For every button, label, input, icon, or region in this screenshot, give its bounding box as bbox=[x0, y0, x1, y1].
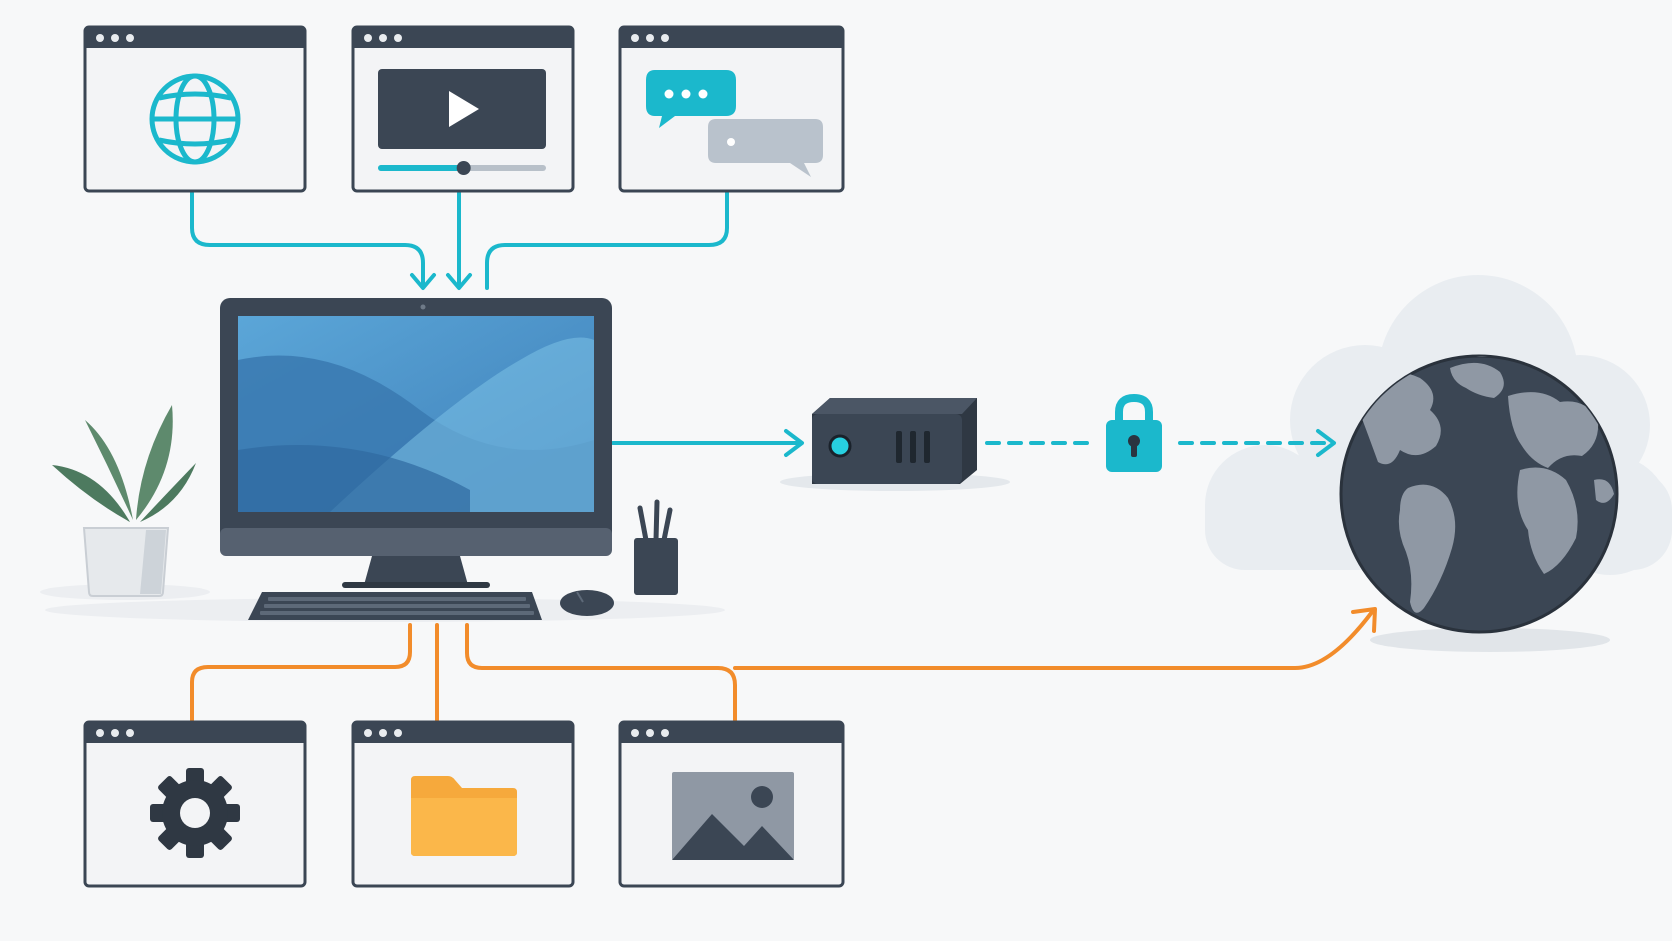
arrowhead-router bbox=[784, 429, 804, 457]
play-icon[interactable] bbox=[449, 91, 479, 127]
connector-computer-to-globe bbox=[733, 610, 1374, 670]
chat-window[interactable] bbox=[618, 25, 845, 193]
settings-window[interactable] bbox=[83, 720, 307, 888]
connector-chat-to-computer bbox=[485, 191, 729, 290]
arrowhead-globe-orange bbox=[1351, 607, 1377, 633]
inbound-connectors bbox=[190, 191, 804, 457]
padlock-icon bbox=[1106, 393, 1162, 472]
desktop-computer[interactable] bbox=[45, 298, 725, 622]
connector-browser-to-computer bbox=[190, 191, 425, 287]
video-progress-fill bbox=[378, 165, 464, 171]
window-dots bbox=[364, 729, 402, 737]
window-dots bbox=[96, 729, 134, 737]
earth-globe-icon bbox=[1339, 354, 1619, 652]
window-dots bbox=[631, 729, 669, 737]
webcam bbox=[420, 304, 426, 310]
arrowhead-globe-teal bbox=[1316, 429, 1336, 457]
browser-window[interactable] bbox=[83, 25, 307, 193]
window-dots bbox=[631, 34, 669, 42]
connector-computer-to-settings bbox=[190, 623, 412, 722]
video-window[interactable] bbox=[351, 25, 575, 193]
status-light bbox=[828, 434, 852, 458]
gear-icon bbox=[150, 768, 240, 858]
arrowhead-video bbox=[446, 273, 472, 290]
files-window[interactable] bbox=[351, 720, 575, 888]
image-icon bbox=[672, 772, 794, 860]
network-device-icon[interactable] bbox=[780, 398, 1010, 491]
monitor-screen bbox=[238, 316, 594, 512]
video-progress-knob[interactable] bbox=[456, 161, 471, 175]
window-dots bbox=[364, 34, 402, 42]
globe-icon bbox=[149, 73, 241, 165]
arrowhead-browser bbox=[410, 273, 436, 290]
pen-holder bbox=[634, 499, 678, 595]
monitor-stand bbox=[364, 556, 468, 585]
mouse[interactable] bbox=[560, 590, 614, 616]
outbound-connectors bbox=[190, 607, 1377, 722]
image-window[interactable] bbox=[618, 720, 845, 888]
keyboard[interactable] bbox=[248, 592, 542, 620]
potted-plant bbox=[40, 405, 210, 600]
folder-icon bbox=[411, 776, 517, 856]
connector-computer-to-image bbox=[465, 623, 737, 722]
chat-bubbles-icon bbox=[646, 70, 823, 177]
window-dots bbox=[96, 34, 134, 42]
